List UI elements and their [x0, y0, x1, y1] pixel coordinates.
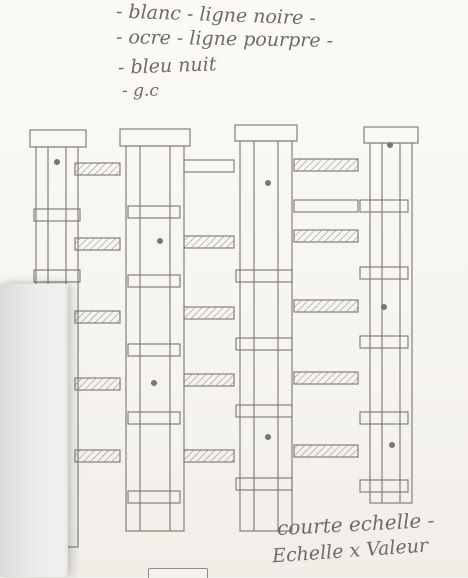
ladder-second: [120, 129, 190, 531]
overlapping-page-corner: [0, 284, 68, 577]
hatched-weft-bars: [75, 159, 358, 462]
ladder-third: [235, 125, 297, 531]
ladder-right: [360, 127, 418, 503]
